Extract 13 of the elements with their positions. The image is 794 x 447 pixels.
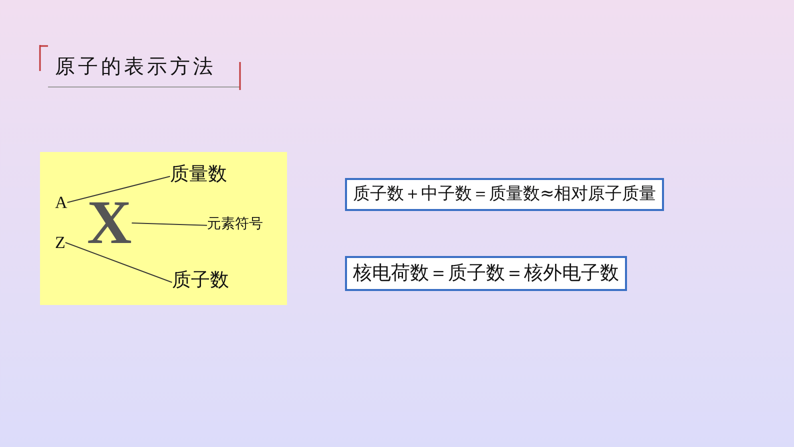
mass-number-symbol: A <box>55 194 68 211</box>
leader-line <box>66 176 170 203</box>
text-label: 质子数 <box>172 271 229 290</box>
text-label: 元素符号 <box>207 217 263 231</box>
text-label: 质量数 <box>170 165 227 184</box>
leader-line <box>131 222 208 226</box>
leader-line <box>64 242 172 283</box>
notation-panel <box>40 152 287 305</box>
formula-box: 质子数＋中子数＝质量数≈相对原子质量 <box>345 178 664 211</box>
atomic-number-symbol: Z <box>55 234 66 251</box>
formula-box: 核电荷数＝质子数＝核外电子数 <box>345 256 627 291</box>
title: 原子的表示方法 <box>55 56 216 76</box>
element-symbol: X <box>87 192 132 254</box>
